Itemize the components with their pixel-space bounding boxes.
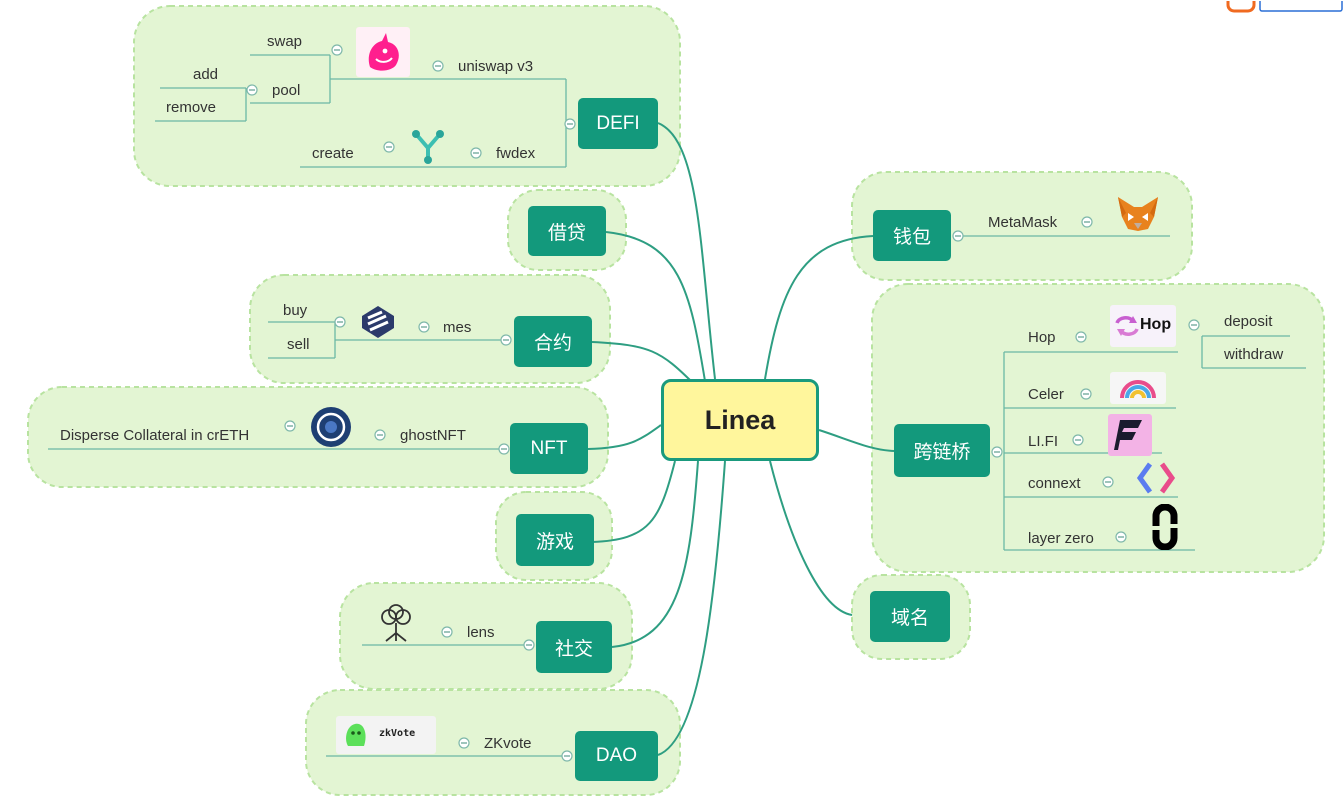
zkvote-logo-text: zkVote <box>379 728 416 739</box>
node-social[interactable]: 社交 <box>536 621 612 673</box>
label-remove[interactable]: remove <box>166 99 217 116</box>
node-wallet[interactable]: 钱包 <box>873 210 951 261</box>
uniswap-unicorn-icon <box>356 27 410 77</box>
node-dao[interactable]: DAO <box>575 731 658 781</box>
toggle-lens[interactable] <box>441 626 453 638</box>
toggle-pool[interactable] <box>246 84 258 96</box>
node-contract[interactable]: 合约 <box>514 316 592 367</box>
label-add[interactable]: add <box>193 66 219 83</box>
zkvote-logo-icon: zkVote <box>336 716 436 754</box>
toggle-celer[interactable] <box>1080 388 1092 400</box>
label-withdraw[interactable]: withdraw <box>1224 346 1284 363</box>
connext-logo-icon <box>1134 458 1178 498</box>
defi-cloud <box>133 5 681 187</box>
toggle-metamask[interactable] <box>1081 216 1093 228</box>
toggle-connext[interactable] <box>1102 476 1114 488</box>
metamask-fox-icon <box>1114 193 1162 235</box>
node-bridge[interactable]: 跨链桥 <box>894 424 990 477</box>
label-sell[interactable]: sell <box>287 336 310 353</box>
label-deposit[interactable]: deposit <box>1224 313 1273 330</box>
node-defi[interactable]: DEFI <box>578 98 658 149</box>
toggle-lifi[interactable] <box>1072 434 1084 446</box>
label-connext[interactable]: connext <box>1028 475 1081 492</box>
collapse-toggles <box>246 44 1200 762</box>
toggle-wallet[interactable] <box>952 230 964 242</box>
toggle-dao[interactable] <box>561 750 573 762</box>
ghostnft-logo-icon <box>310 406 352 448</box>
toggle-hop[interactable] <box>1075 331 1087 343</box>
label-uniswap[interactable]: uniswap v3 <box>458 58 534 75</box>
toggle-contract[interactable] <box>500 334 512 346</box>
bridge-cloud <box>871 283 1325 573</box>
toggle-defi[interactable] <box>564 118 576 130</box>
toggle-create[interactable] <box>383 141 395 153</box>
center-topic[interactable]: Linea <box>661 379 819 461</box>
hop-logo-text: Hop <box>1140 316 1172 333</box>
main-connectors <box>587 122 895 756</box>
toggle-swap[interactable] <box>331 44 343 56</box>
label-buy[interactable]: buy <box>283 302 308 319</box>
left-branch-lines <box>48 54 567 757</box>
fwdex-logo-icon <box>408 126 448 166</box>
label-pool[interactable]: pool <box>272 82 301 99</box>
toggle-uniswap[interactable] <box>432 60 444 72</box>
label-layerzero[interactable]: layer zero <box>1028 530 1094 547</box>
label-create[interactable]: create <box>312 145 354 162</box>
lens-logo-icon <box>374 603 418 645</box>
label-fwdex[interactable]: fwdex <box>496 145 536 162</box>
node-domain[interactable]: 域名 <box>870 591 950 642</box>
label-swap[interactable]: swap <box>267 33 303 50</box>
label-ghostnft[interactable]: ghostNFT <box>400 427 466 444</box>
label-lens[interactable]: lens <box>467 624 495 641</box>
toggle-mes-logo[interactable] <box>334 316 346 328</box>
label-hop[interactable]: Hop <box>1028 329 1056 346</box>
cloud-group <box>27 5 1325 796</box>
toggle-hop-logo[interactable] <box>1188 319 1200 331</box>
mes-logo-icon <box>358 304 398 340</box>
node-nft[interactable]: NFT <box>510 423 588 474</box>
celer-rainbow-icon <box>1110 372 1166 404</box>
toggle-ghost-logo[interactable] <box>284 420 296 432</box>
toggle-social[interactable] <box>523 639 535 651</box>
toggle-bridge[interactable] <box>991 446 1003 458</box>
toggle-fwdex[interactable] <box>470 147 482 159</box>
label-celer[interactable]: Celer <box>1028 386 1064 403</box>
layerzero-logo-icon <box>1138 504 1192 550</box>
toggle-zkvote[interactable] <box>458 737 470 749</box>
toggle-mes[interactable] <box>418 321 430 333</box>
node-lending[interactable]: 借贷 <box>528 206 606 256</box>
label-metamask[interactable]: MetaMask <box>988 214 1058 231</box>
node-game[interactable]: 游戏 <box>516 514 594 566</box>
label-lifi[interactable]: LI.FI <box>1028 433 1059 450</box>
hop-logo-icon: Hop <box>1110 305 1176 347</box>
toggle-nft[interactable] <box>498 443 510 455</box>
lifi-logo-icon <box>1108 414 1152 456</box>
label-disperse[interactable]: Disperse Collateral in crETH <box>60 427 250 444</box>
toggle-layerzero[interactable] <box>1115 531 1127 543</box>
label-zkvote[interactable]: ZKvote <box>484 735 532 752</box>
label-mes[interactable]: mes <box>443 319 472 336</box>
corner-badge <box>1226 0 1344 13</box>
toggle-ghost[interactable] <box>374 429 386 441</box>
